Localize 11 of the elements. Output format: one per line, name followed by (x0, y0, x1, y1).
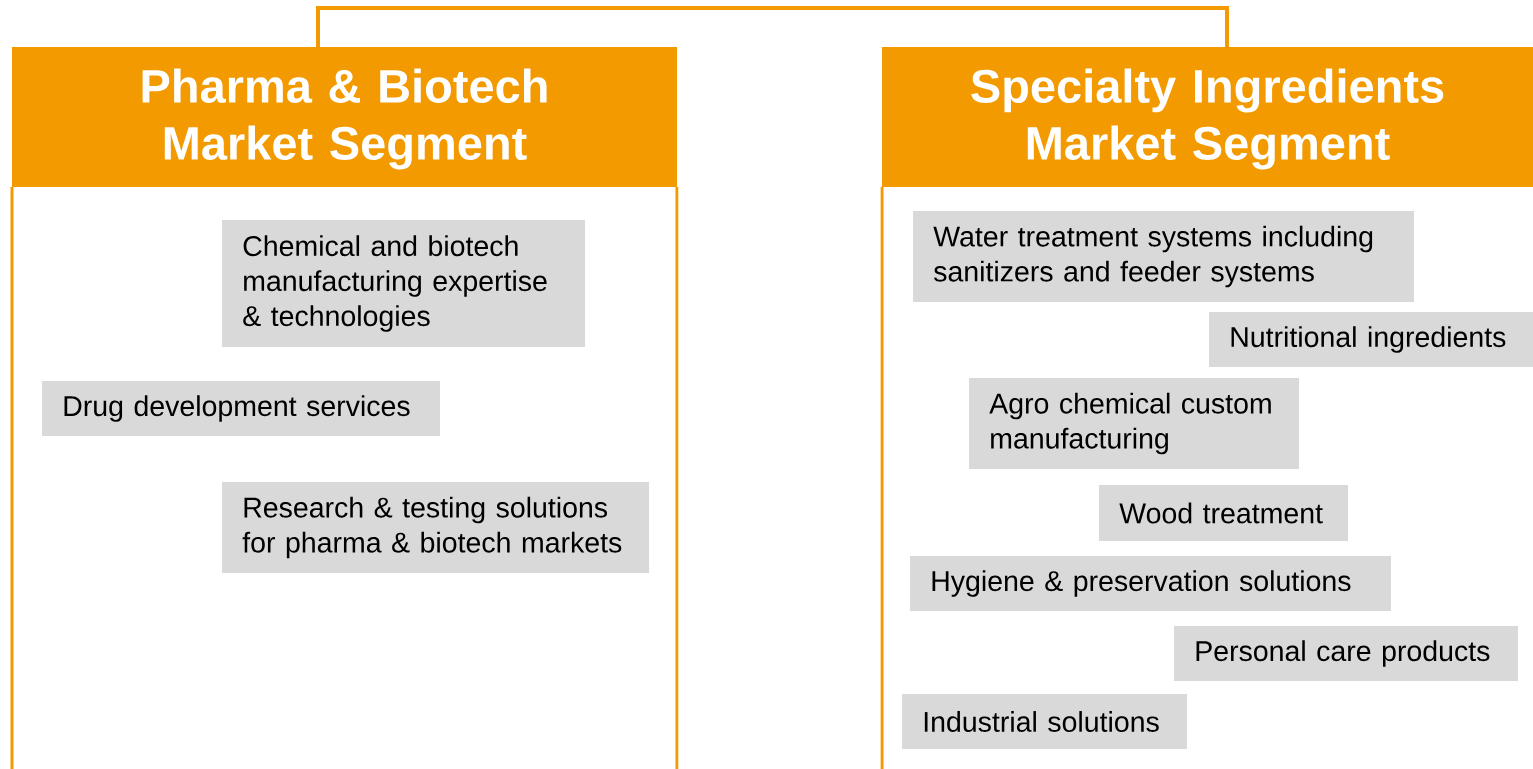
connector-line (316, 6, 1229, 47)
service-box: Drug development services (42, 381, 440, 436)
service-box: Chemical and biotech manufacturing expertise & technologies (222, 220, 585, 347)
service-box: Research & testing solutions for pharma & biotech markets (222, 482, 649, 573)
service-box: Hygiene & preservation solutions (910, 556, 1391, 611)
service-box: Wood treatment (1099, 485, 1348, 541)
service-box: Agro chemical custom manufacturing (969, 378, 1299, 469)
service-box: Industrial solutions (902, 694, 1187, 749)
service-box: Water treatment systems including sanitizers and feeder systems (913, 211, 1414, 302)
service-box: Personal care products (1174, 626, 1518, 681)
service-box: Nutritional ingredients (1209, 312, 1533, 367)
